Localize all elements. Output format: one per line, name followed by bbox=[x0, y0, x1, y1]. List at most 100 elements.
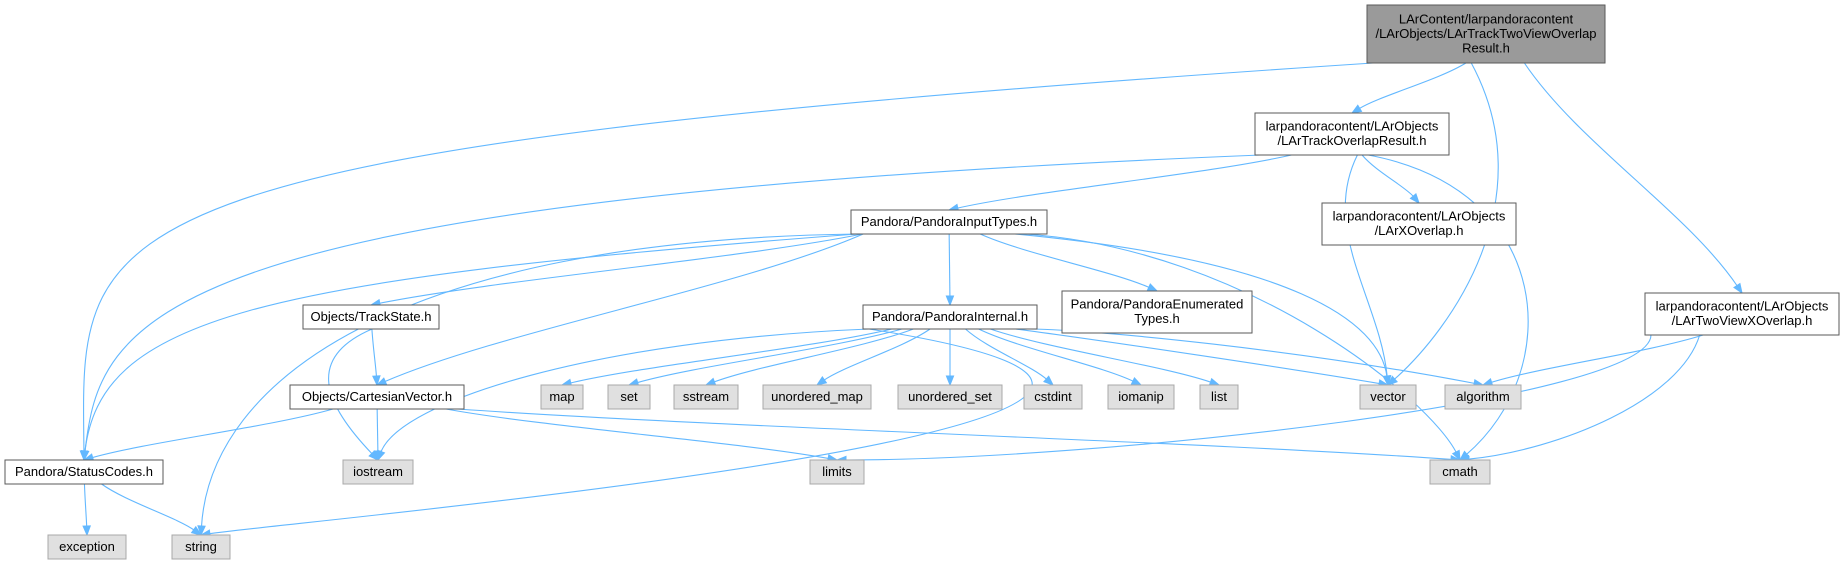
node-box bbox=[1061, 290, 1253, 334]
edge-line bbox=[380, 328, 870, 453]
edge-arrowhead bbox=[82, 525, 91, 537]
node-box bbox=[1359, 384, 1417, 410]
edge-arrowhead bbox=[1130, 376, 1143, 386]
edge-line bbox=[84, 233, 858, 453]
node-pandora-internal[interactable]: Pandora/PandoraInternal.h bbox=[862, 304, 1038, 330]
edge-line bbox=[1393, 62, 1499, 381]
edge-root-to-track_overlap_result bbox=[1350, 62, 1467, 114]
node-unordered-map: unordered_map bbox=[762, 384, 872, 410]
edge-line bbox=[1025, 233, 1457, 454]
node-label-line: exception bbox=[59, 539, 115, 554]
node-cartesian-vector[interactable]: Objects/CartesianVector.h bbox=[289, 384, 465, 410]
node-iostream: iostream bbox=[342, 459, 414, 485]
edge-track_overlap_result-to-cmath bbox=[1368, 154, 1529, 461]
node-label-line: Pandora/StatusCodes.h bbox=[15, 464, 153, 479]
node-box bbox=[302, 304, 440, 330]
edge-line bbox=[457, 408, 1453, 460]
edge-arrowhead bbox=[1146, 283, 1159, 292]
edge-cartesian_vector-to-status_codes bbox=[82, 408, 334, 462]
edge-line bbox=[713, 328, 914, 383]
edge-pandora_input_types-to-pandora_enumerated_types bbox=[979, 233, 1159, 292]
node-box bbox=[850, 209, 1048, 235]
edge-pandora_internal-to-algorithm bbox=[1029, 328, 1485, 388]
edge-cartesian_vector-to-limits bbox=[445, 408, 839, 463]
node-label-line: set bbox=[620, 389, 638, 404]
edge-arrowhead bbox=[945, 295, 955, 307]
node-lar-x-overlap[interactable]: larpandoracontent/LArObjects/LArXOverlap… bbox=[1321, 202, 1517, 246]
edge-line bbox=[200, 233, 858, 528]
edge-line bbox=[1368, 154, 1529, 456]
edge-pandora_input_types-to-pandora_internal bbox=[945, 233, 955, 307]
edge-line bbox=[978, 328, 1135, 383]
edge-track_overlap_result-to-vector bbox=[1344, 154, 1392, 387]
node-label-line: /LArXOverlap.h bbox=[1375, 223, 1464, 238]
edge-track_overlap_result-to-lar_x_overlap bbox=[1361, 154, 1420, 205]
nodes-layer: LArContent/larpandoracontent/LArObjects/… bbox=[4, 4, 1840, 560]
edge-pandora_input_types-to-cartesian_vector bbox=[375, 233, 864, 386]
node-box bbox=[1429, 459, 1491, 485]
node-limits: limits bbox=[809, 459, 865, 485]
edge-line bbox=[1467, 334, 1701, 460]
edge-line bbox=[965, 328, 1048, 381]
edge-pandora_internal-to-list bbox=[990, 328, 1221, 387]
edge-line bbox=[84, 154, 1262, 453]
edge-arrowhead bbox=[197, 525, 206, 537]
edge-line bbox=[1361, 154, 1415, 198]
node-label-line: unordered_map bbox=[771, 389, 863, 404]
node-box bbox=[1366, 4, 1606, 64]
edge-line bbox=[823, 328, 931, 381]
node-label-line: Objects/CartesianVector.h bbox=[302, 389, 452, 404]
node-label-line: list bbox=[1211, 389, 1227, 404]
edge-arrowhead bbox=[1350, 104, 1363, 114]
edge-line bbox=[1029, 328, 1476, 385]
node-label-line: vector bbox=[1370, 389, 1406, 404]
node-label-line: Result.h bbox=[1462, 40, 1510, 55]
node-iomanip: iomanip bbox=[1107, 384, 1175, 410]
edge-line bbox=[83, 62, 1374, 453]
edge-pandora_internal-to-vector bbox=[1015, 328, 1390, 388]
edge-line bbox=[384, 233, 864, 383]
edge-line bbox=[376, 408, 379, 453]
node-unordered-set: unordered_set bbox=[897, 384, 1003, 410]
edge-line bbox=[445, 408, 830, 460]
node-box bbox=[762, 384, 872, 410]
node-pandora-input-types[interactable]: Pandora/PandoraInputTypes.h bbox=[850, 209, 1048, 235]
edge-pandora_internal-to-cstdint bbox=[965, 328, 1055, 386]
node-track-state[interactable]: Objects/TrackState.h bbox=[302, 304, 440, 330]
edge-line bbox=[1015, 328, 1381, 385]
node-box bbox=[4, 459, 164, 485]
node-label-line: Objects/TrackState.h bbox=[311, 309, 432, 324]
edge-pandora_internal-to-unordered_map bbox=[815, 328, 931, 386]
node-cstdint: cstdint bbox=[1023, 384, 1083, 410]
node-two-view-x-overlap[interactable]: larpandoracontent/LArObjects/LArTwoViewX… bbox=[1644, 292, 1840, 336]
node-status-codes[interactable]: Pandora/StatusCodes.h bbox=[4, 459, 164, 485]
node-vector: vector bbox=[1359, 384, 1417, 410]
edge-arrowhead bbox=[1208, 377, 1221, 387]
node-label-line: Pandora/PandoraInputTypes.h bbox=[861, 214, 1037, 229]
edge-line bbox=[208, 328, 1033, 535]
edge-pandora_internal-to-string bbox=[199, 328, 1033, 538]
edge-arrowhead bbox=[190, 525, 203, 536]
node-root[interactable]: LArContent/larpandoracontent/LArObjects/… bbox=[1366, 4, 1606, 64]
node-label-line: map bbox=[549, 389, 574, 404]
node-track-overlap-result[interactable]: larpandoracontent/LArObjects/LArTrackOve… bbox=[1254, 112, 1450, 156]
node-box bbox=[540, 384, 584, 410]
edge-pandora_input_types-to-cmath bbox=[1025, 233, 1461, 462]
node-label-line: /LArTwoViewXOverlap.h bbox=[1672, 313, 1813, 328]
edge-line bbox=[83, 483, 88, 528]
node-label-line: Pandora/PandoraEnumerated bbox=[1071, 297, 1244, 312]
node-box bbox=[289, 384, 465, 410]
edge-line bbox=[569, 328, 892, 384]
node-box bbox=[673, 384, 739, 410]
node-map: map bbox=[540, 384, 584, 410]
edge-status_codes-to-exception bbox=[82, 483, 91, 537]
edge-line bbox=[371, 328, 378, 378]
edge-line bbox=[948, 233, 951, 298]
node-box bbox=[1644, 292, 1840, 336]
edge-arrowhead bbox=[1733, 282, 1743, 295]
node-box bbox=[607, 384, 651, 410]
node-box bbox=[1321, 202, 1517, 246]
node-box bbox=[897, 384, 1003, 410]
